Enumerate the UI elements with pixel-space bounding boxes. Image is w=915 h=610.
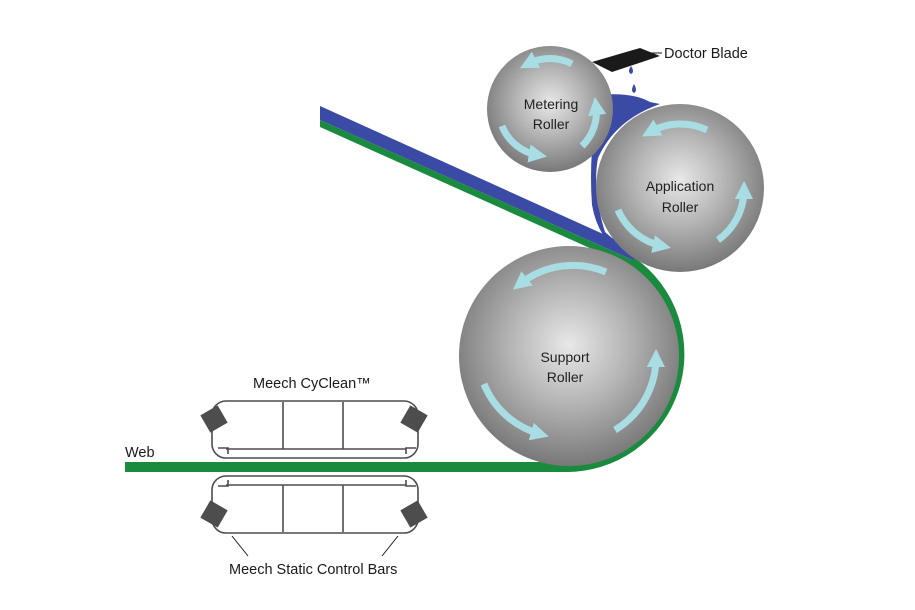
cyclean-lower-housing [211, 475, 419, 534]
static-bar-bottom-right [400, 500, 428, 528]
metering-arrow-top [519, 51, 574, 69]
support-arrow-right [613, 348, 666, 433]
application-arrow-left [614, 208, 671, 254]
metering-arrow-left [498, 124, 547, 163]
support-roller-label-1: Support [540, 349, 589, 365]
incoming-web [320, 120, 637, 267]
metering-roller [487, 46, 613, 172]
blade-drip-1 [629, 66, 633, 74]
application-arrow-top [642, 119, 709, 137]
metering-roller-label-1: Metering [524, 96, 578, 112]
coating-fluid [591, 94, 660, 262]
web-label: Web [125, 445, 155, 461]
application-roller-label-1: Application [646, 178, 715, 194]
doctor-blade-label: Doctor Blade [664, 46, 748, 62]
doctor-blade [592, 48, 660, 72]
coating-layer [320, 106, 643, 262]
cyclean-upper-housing [211, 400, 419, 459]
static-bar-bottom-left [200, 500, 228, 528]
static-bars-leader-right [381, 535, 399, 557]
support-roller-label-2: Roller [547, 369, 584, 385]
rotation-arrows [480, 51, 754, 441]
metering-arrow-right [579, 96, 607, 149]
application-arrow-right [715, 180, 754, 243]
support-arrow-top [512, 261, 608, 290]
static-bar-top-right [400, 405, 428, 433]
application-roller-label-2: Roller [662, 199, 699, 215]
cyclean-label: Meech CyClean™ [253, 376, 371, 392]
static-bars-leader-left [231, 535, 249, 557]
static-bar-top-left [200, 405, 228, 433]
support-arrow-left [480, 382, 549, 441]
metering-roller-label-2: Roller [533, 116, 570, 132]
blade-drip-2 [632, 84, 636, 93]
static-bars-label: Meech Static Control Bars [229, 562, 397, 578]
application-roller [596, 104, 764, 272]
support-roller [459, 246, 679, 466]
